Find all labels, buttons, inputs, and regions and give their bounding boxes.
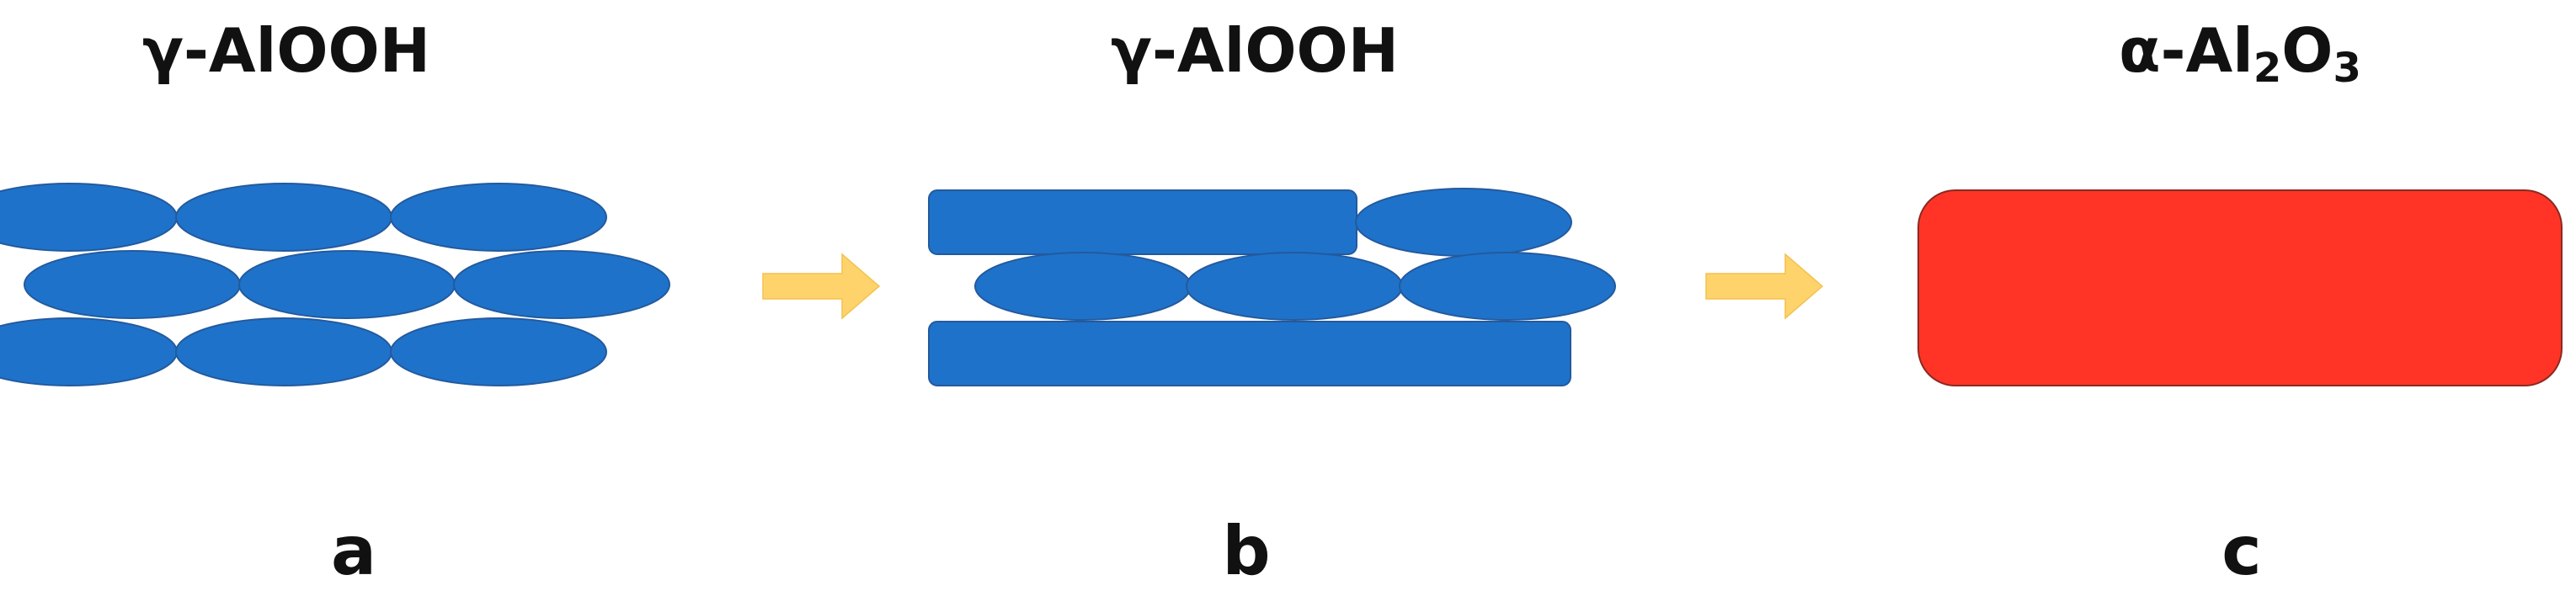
panel-b-title: γ-AlOOH bbox=[960, 17, 1549, 84]
arrow-b-to-c bbox=[1705, 253, 1824, 320]
panel-c-title-sub-1: 2 bbox=[2253, 45, 2282, 92]
panel-b-particles bbox=[928, 188, 1616, 386]
particle-ellipse bbox=[974, 252, 1192, 321]
panel-c-title: α-Al2O3 bbox=[1945, 15, 2535, 88]
particle-slab bbox=[928, 189, 1357, 255]
panel-a-letter: a bbox=[331, 512, 376, 590]
panel-a-title-text: γ-AlOOH bbox=[142, 15, 430, 86]
arrow-a-to-b bbox=[762, 253, 881, 320]
right-arrow-icon bbox=[1705, 253, 1824, 320]
particle-slab bbox=[928, 321, 1571, 386]
particle-ellipse bbox=[390, 183, 607, 252]
panel-b-title-text: γ-AlOOH bbox=[1111, 15, 1399, 86]
panel-c-title-sub-2: 3 bbox=[2333, 45, 2361, 92]
particle-ellipse bbox=[24, 250, 241, 319]
right-arrow-icon bbox=[762, 253, 881, 320]
panel-c-title-prefix: α-Al bbox=[2119, 15, 2253, 86]
panel-c-particles bbox=[1917, 189, 2563, 386]
particle-ellipse bbox=[1399, 252, 1616, 321]
particle-ellipse bbox=[175, 317, 392, 386]
panel-b-letter: b bbox=[1222, 512, 1271, 590]
particle-ellipse bbox=[453, 250, 670, 319]
particle-ellipse bbox=[175, 183, 392, 252]
panel-a-particles bbox=[0, 183, 670, 386]
particle-ellipse bbox=[238, 250, 456, 319]
panel-c-title-mid: O bbox=[2281, 15, 2333, 86]
particle-ellipse bbox=[390, 317, 607, 386]
particle-ellipse bbox=[1186, 252, 1403, 321]
particle-ellipse bbox=[1355, 188, 1572, 257]
particle-ellipse bbox=[0, 183, 178, 252]
particle-block bbox=[1917, 189, 2563, 386]
panel-a-title: γ-AlOOH bbox=[0, 17, 573, 84]
panel-c-letter: c bbox=[2221, 512, 2262, 590]
particle-ellipse bbox=[0, 317, 178, 386]
